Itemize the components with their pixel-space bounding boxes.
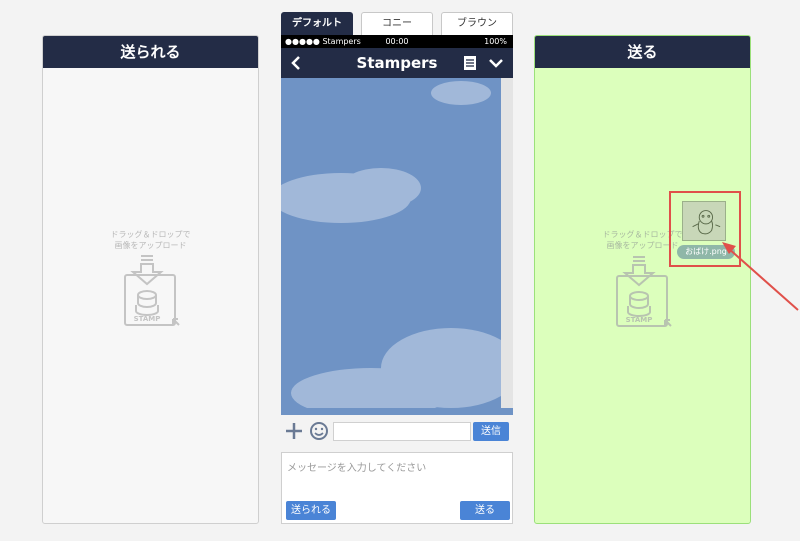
message-placeholder: メッセージを入力してください bbox=[287, 463, 427, 474]
drop-hint-line2: 画像をアップロード bbox=[606, 241, 679, 250]
plus-icon[interactable] bbox=[285, 422, 303, 440]
stamp-label: STAMP bbox=[626, 316, 653, 324]
notes-icon[interactable] bbox=[464, 56, 476, 70]
nav-title: Stampers bbox=[356, 54, 438, 72]
drop-hint-line1: ドラッグ＆ドロップで bbox=[110, 230, 191, 239]
theme-tabs: デフォルト コニー ブラウン bbox=[281, 12, 513, 35]
received-panel[interactable]: 送られる ドラッグ＆ドロップで 画像をアップロード STAMP bbox=[42, 35, 259, 524]
upload-stamp-icon: STAMP bbox=[616, 256, 672, 327]
send-message-button[interactable]: 送る bbox=[460, 501, 510, 520]
nav-bar: Stampers bbox=[281, 48, 513, 78]
drop-hint: ドラッグ＆ドロップで 画像をアップロード bbox=[43, 229, 258, 251]
receive-button[interactable]: 送られる bbox=[286, 501, 336, 520]
upload-stamp-icon: STAMP bbox=[124, 255, 180, 326]
tab-cony[interactable]: コニー bbox=[361, 12, 433, 35]
smiley-icon[interactable] bbox=[309, 421, 329, 441]
message-input-bar: 送信 bbox=[281, 417, 513, 447]
send-panel[interactable]: 送る ドラッグ＆ドロップで 画像をアップロード STAMP bbox=[534, 35, 751, 524]
status-bar: ●●●●● Stampers 00:00 100% bbox=[281, 35, 513, 48]
arrow-annotation-icon bbox=[722, 242, 799, 311]
tab-brown[interactable]: ブラウン bbox=[441, 12, 513, 35]
back-chevron-icon[interactable] bbox=[289, 55, 303, 71]
status-carrier: ●●●●● Stampers bbox=[285, 37, 361, 46]
status-battery: 100% bbox=[484, 37, 507, 46]
send-button[interactable]: 送信 bbox=[473, 422, 509, 441]
chat-background bbox=[281, 78, 501, 408]
drop-hint-line2: 画像をアップロード bbox=[114, 241, 187, 250]
chat-text-input[interactable] bbox=[333, 422, 471, 441]
file-thumbnail-icon bbox=[682, 201, 726, 241]
phone-preview: ●●●●● Stampers 00:00 100% Stampers bbox=[281, 35, 513, 415]
received-panel-title: 送られる bbox=[43, 36, 258, 68]
message-composer[interactable]: メッセージを入力してください 送られる 送る bbox=[281, 452, 513, 524]
file-name: おばけ.png bbox=[677, 245, 735, 259]
drop-hint: ドラッグ＆ドロップで 画像をアップロード bbox=[535, 229, 750, 251]
tab-default[interactable]: デフォルト bbox=[281, 12, 353, 35]
chevron-down-icon[interactable] bbox=[488, 57, 504, 69]
drop-hint-line1: ドラッグ＆ドロップで bbox=[602, 230, 683, 239]
chat-scrollbar[interactable] bbox=[501, 78, 513, 408]
status-time: 00:00 bbox=[385, 37, 409, 46]
stamp-label: STAMP bbox=[134, 315, 161, 323]
send-panel-title: 送る bbox=[535, 36, 750, 68]
dragged-file[interactable]: おばけ.png bbox=[669, 191, 741, 267]
